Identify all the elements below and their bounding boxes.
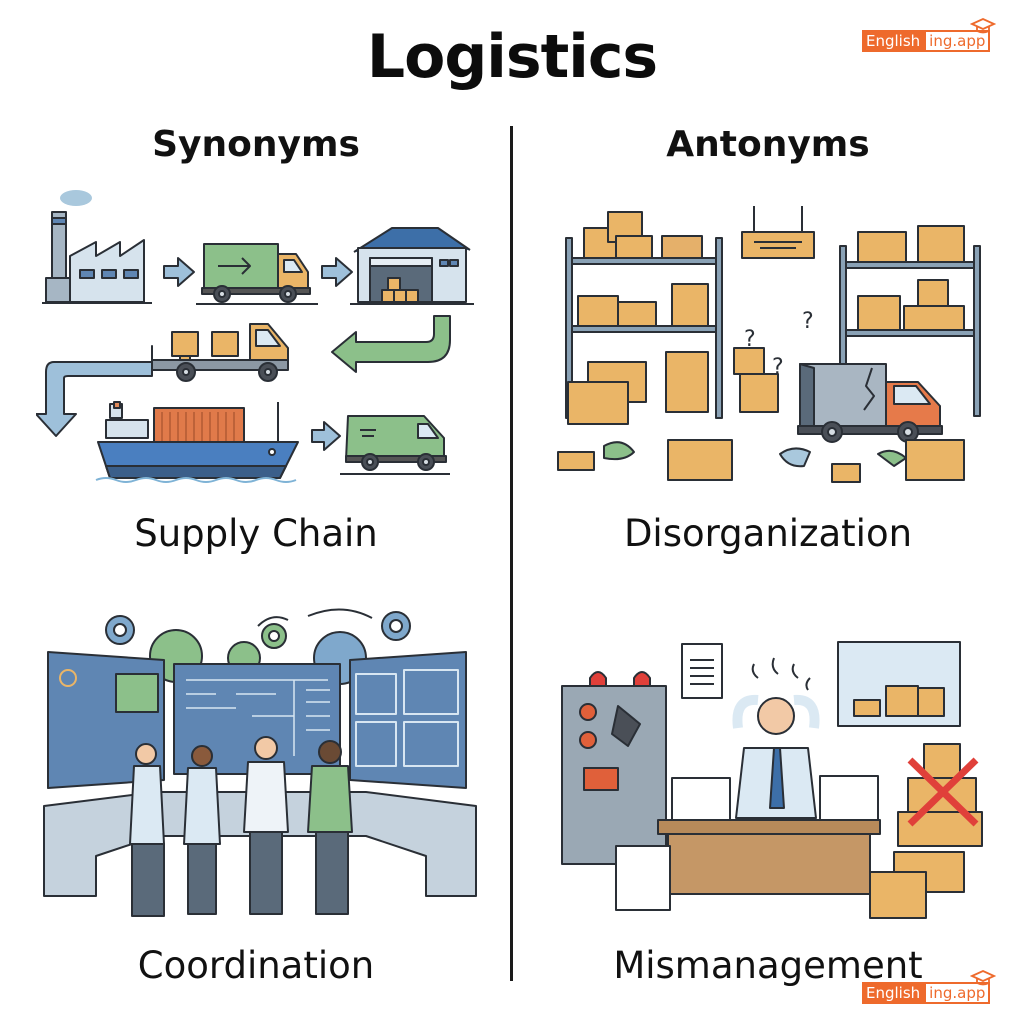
synonyms-heading: Synonyms	[152, 124, 360, 165]
shelf-left	[565, 211, 723, 419]
delivery-truck-icon	[196, 243, 318, 305]
antonyms-heading: Antonyms	[666, 124, 870, 165]
panel-label-coordination: Coordination	[137, 944, 375, 987]
supply-chain-illustration	[36, 180, 476, 490]
team-members	[129, 736, 353, 917]
watermark-text-english: English	[862, 982, 925, 1004]
warehouse-icon	[350, 227, 474, 305]
stress-lines	[751, 657, 811, 691]
watermark-text-english: English	[862, 30, 925, 52]
arrow-icon	[163, 257, 195, 287]
arrow-icon	[321, 257, 353, 287]
alarm-lights	[589, 671, 651, 687]
panel-label-mismanagement: Mismanagement	[613, 944, 923, 987]
broken-truck-icon	[797, 363, 943, 443]
paper-stacks	[615, 775, 879, 911]
watermark-text-ingapp: ing.app	[924, 30, 991, 52]
graduation-cap-icon	[970, 18, 997, 34]
boxes-crossed	[869, 743, 983, 919]
watermark-badge-bottom: English ing.app	[862, 970, 997, 1004]
desk	[657, 819, 881, 895]
bent-arrow-icon	[36, 345, 153, 437]
panel-label-supply-chain: Supply Chain	[134, 512, 378, 555]
cargo-ship-icon	[95, 401, 299, 483]
control-panel	[561, 685, 667, 865]
hanging-sign	[741, 206, 815, 259]
shelf-right	[839, 225, 981, 417]
graduation-cap-icon	[970, 970, 997, 986]
disorganization-illustration: ? ? ?	[548, 196, 988, 496]
stressed-manager	[732, 694, 820, 819]
watermark-badge-top: English ing.app	[862, 18, 997, 52]
coordination-illustration	[36, 596, 486, 926]
question-marks: ? ? ?	[744, 309, 814, 380]
column-divider	[510, 126, 513, 981]
return-arrow-icon	[331, 315, 451, 373]
svg-text:?: ?	[802, 309, 814, 334]
chart-board	[837, 641, 961, 727]
svg-text:?: ?	[744, 327, 756, 352]
watermark-text-ingapp: ing.app	[924, 982, 991, 1004]
svg-text:?: ?	[772, 355, 784, 380]
arrow-icon	[311, 421, 341, 451]
page-title: Logistics	[366, 22, 658, 92]
flatbed-truck-icon	[151, 323, 289, 382]
clipboard-icon	[681, 643, 723, 699]
factory-icon	[42, 190, 152, 304]
panel-label-disorganization: Disorganization	[623, 512, 913, 555]
delivery-van-icon	[340, 415, 450, 475]
mismanagement-illustration	[548, 628, 988, 928]
